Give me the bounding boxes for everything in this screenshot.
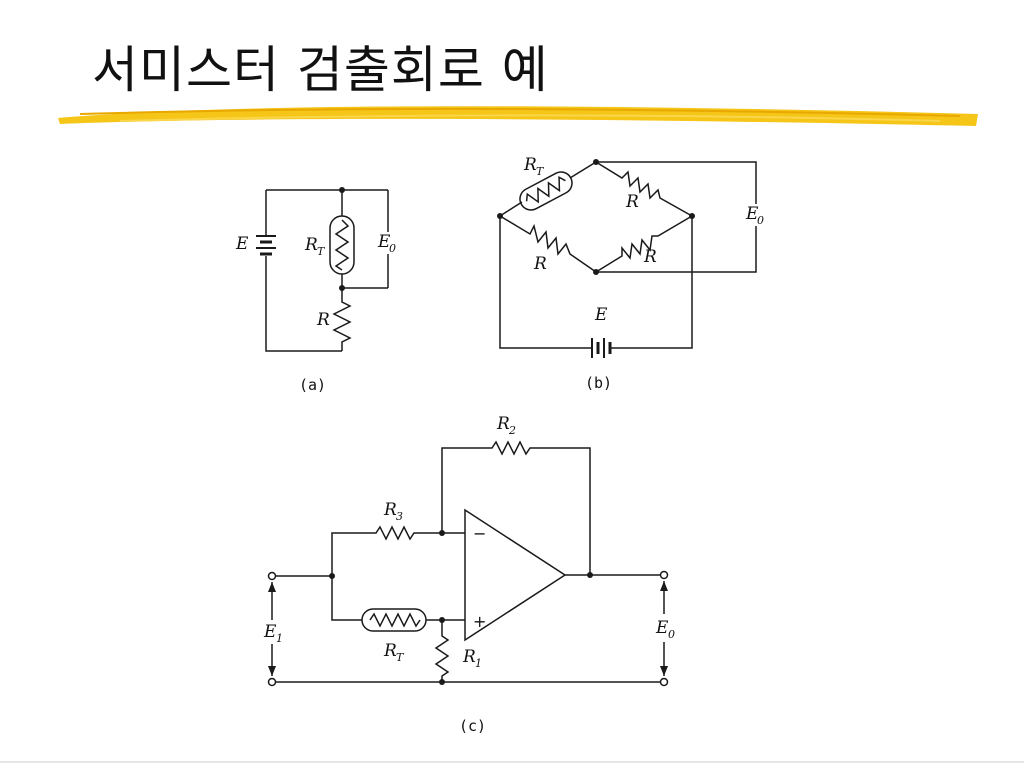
label-a-output: E	[377, 232, 391, 252]
label-c-r1: R	[462, 647, 476, 667]
label-a-resistor: R	[316, 310, 330, 330]
label-b-r-top-right: R	[625, 192, 639, 212]
label-b-thermistor: R	[523, 155, 537, 175]
label-b-output: E	[745, 204, 759, 224]
label-b-r-bottom-left: R	[533, 254, 547, 274]
circuit-a: E R T R E 0 (a)	[235, 187, 400, 394]
circuit-c: − +	[263, 414, 675, 735]
label-a-output-sub: 0	[389, 242, 396, 255]
label-a-thermistor-sub: T	[317, 245, 326, 258]
battery-a-symbol	[256, 235, 276, 256]
label-c-r2: R	[496, 414, 510, 434]
caption-b: (b)	[585, 374, 612, 392]
label-c-r2-sub: 2	[508, 424, 516, 437]
label-c-input: E	[263, 622, 277, 642]
label-c-rt-sub: T	[396, 651, 405, 664]
label-b-r-bottom-right: R	[643, 247, 657, 267]
label-a-thermistor: R	[304, 235, 318, 255]
label-b-output-sub: 0	[757, 214, 764, 227]
label-c-rt: R	[383, 641, 397, 661]
label-c-output-sub: 0	[668, 628, 675, 641]
label-c-input-sub: 1	[276, 632, 283, 645]
caption-c: (c)	[459, 717, 486, 735]
slide-title: 서미스터 검출회로 예	[92, 41, 549, 99]
circuit-b: R T R R R E 0 E (b)	[497, 155, 768, 392]
label-c-r3-sub: 3	[396, 510, 403, 523]
title-underline	[58, 106, 978, 126]
label-c-r1-sub: 1	[475, 657, 482, 670]
label-c-r3: R	[383, 500, 397, 520]
label-a-source: E	[235, 234, 249, 254]
caption-a: (a)	[299, 376, 326, 394]
thermistor-a	[329, 215, 355, 275]
op-amp-minus: −	[473, 524, 486, 543]
op-amp	[464, 508, 567, 642]
op-amp-plus: +	[473, 612, 486, 631]
label-c-output: E	[655, 618, 669, 638]
battery-b-symbol	[591, 338, 612, 358]
label-b-thermistor-sub: T	[536, 165, 545, 178]
thermistor-c	[361, 608, 427, 632]
label-b-source: E	[594, 305, 608, 325]
